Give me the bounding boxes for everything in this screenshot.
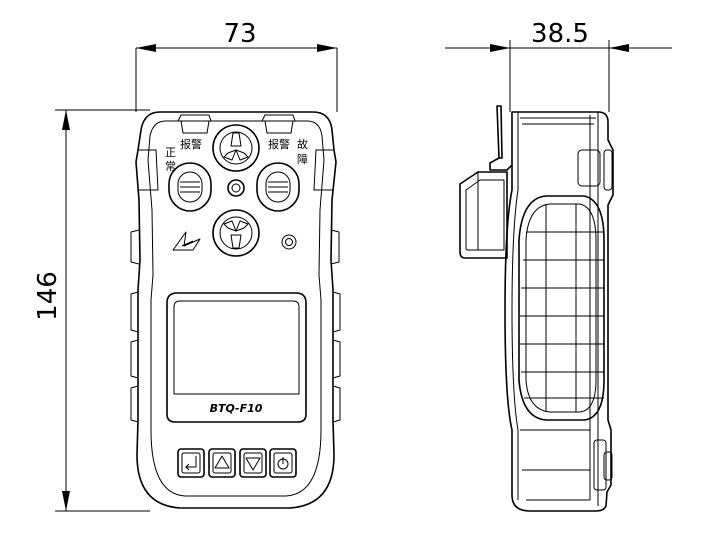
alarm-right-label: 报警 (268, 137, 290, 151)
up-button[interactable] (208, 448, 236, 478)
down-button[interactable] (239, 448, 267, 478)
power-button[interactable] (269, 448, 297, 478)
alarm-led-left (168, 162, 212, 212)
sensor-vent-bottom (212, 209, 260, 257)
fault-label-1: 故 (297, 137, 308, 151)
side-port (577, 149, 613, 191)
bottom-port (593, 439, 613, 491)
model-label: BTQ-F10 (210, 402, 263, 415)
alarm-led-right (256, 162, 300, 212)
grip-notches (130, 229, 341, 423)
depth-value: 38.5 (531, 19, 589, 49)
enter-button[interactable] (177, 448, 205, 478)
depth-dimension: 38.5 (445, 19, 672, 112)
brand-logo (172, 231, 201, 251)
width-dimension: 73 (135, 19, 338, 112)
normal-label-2: 常 (165, 160, 176, 173)
normal-label-1: 正 (165, 146, 176, 159)
height-dimension: 146 (33, 109, 150, 512)
belt-clip (459, 105, 513, 259)
buzzer-hole (281, 234, 297, 250)
side-view (459, 105, 614, 512)
center-indicator (227, 179, 245, 197)
side-grip (518, 195, 605, 421)
sensor-vent-top (212, 124, 260, 172)
alarm-left-label: 报警 (180, 137, 202, 151)
width-value: 73 (223, 19, 256, 49)
height-value: 146 (33, 271, 63, 321)
fault-label-2: 障 (297, 152, 308, 166)
display-area: BTQ-F10 (166, 292, 307, 423)
front-view: 报警 报警 正 常 故 障 BTQ-F10 (130, 111, 341, 509)
